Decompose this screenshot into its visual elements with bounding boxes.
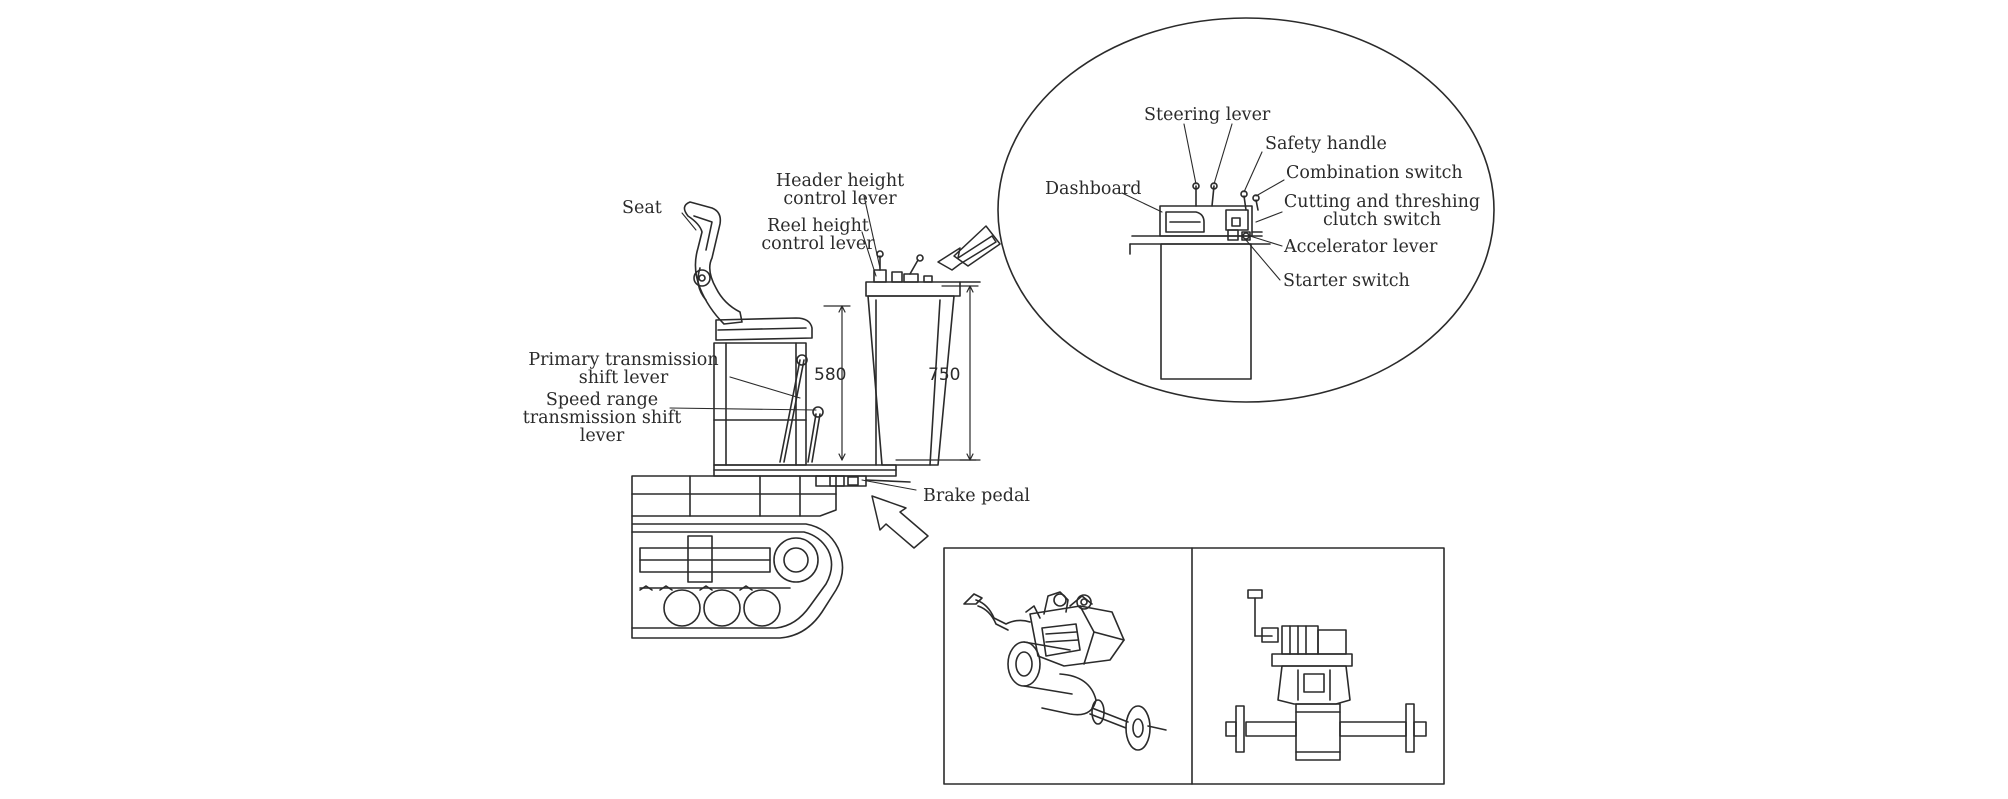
seat-label: Seat: [622, 198, 662, 218]
steering-lever-label: Steering lever: [1144, 105, 1271, 125]
shift-levers: [780, 355, 823, 462]
speed-range-transmission-shift-lever-label: Speed range transmission shift lever: [522, 390, 682, 446]
track-roller: [704, 590, 740, 626]
crawler-undercarriage: [632, 476, 843, 638]
seat-height-dimension: 580: [814, 365, 847, 385]
starter-switch-label: Starter switch: [1283, 271, 1410, 291]
primary-transmission-shift-lever-label: Primary transmission shift lever: [528, 350, 719, 388]
console-detail: [1130, 183, 1270, 379]
view-arrows: [872, 226, 1000, 548]
header-height-control-lever-label: Header height control lever: [775, 171, 905, 209]
combination-switch-label: Combination switch: [1286, 163, 1463, 183]
safety-handle-label: Safety handle: [1265, 134, 1387, 154]
reel-height-control-lever-label: Reel height control lever: [761, 216, 875, 254]
control-console: [866, 251, 980, 465]
detail-inset-ellipse: [998, 18, 1494, 402]
inset-leader-lines: [1122, 124, 1284, 280]
cutting-threshing-clutch-switch-label: Cutting and threshing clutch switch: [1283, 192, 1481, 230]
accelerator-lever-label: Accelerator lever: [1284, 237, 1438, 257]
track-roller: [664, 590, 700, 626]
drive-sprocket: [774, 538, 818, 582]
mechanism-inset-frame: [944, 548, 1444, 784]
mechanism-front-view: [1226, 590, 1426, 760]
leader-lines: [670, 196, 916, 490]
seat-drawing: [684, 202, 812, 465]
view-arrow-brake: [872, 496, 928, 548]
dimension-lines: [824, 286, 980, 460]
console-height-dimension: 750: [928, 365, 961, 385]
track-roller: [744, 590, 780, 626]
view-arrow-console: [938, 236, 996, 270]
mechanism-perspective-view: [964, 592, 1166, 750]
operator-platform: [714, 465, 910, 486]
dashboard-label: Dashboard: [1045, 179, 1142, 199]
brake-pedal-label: Brake pedal: [923, 486, 1030, 506]
